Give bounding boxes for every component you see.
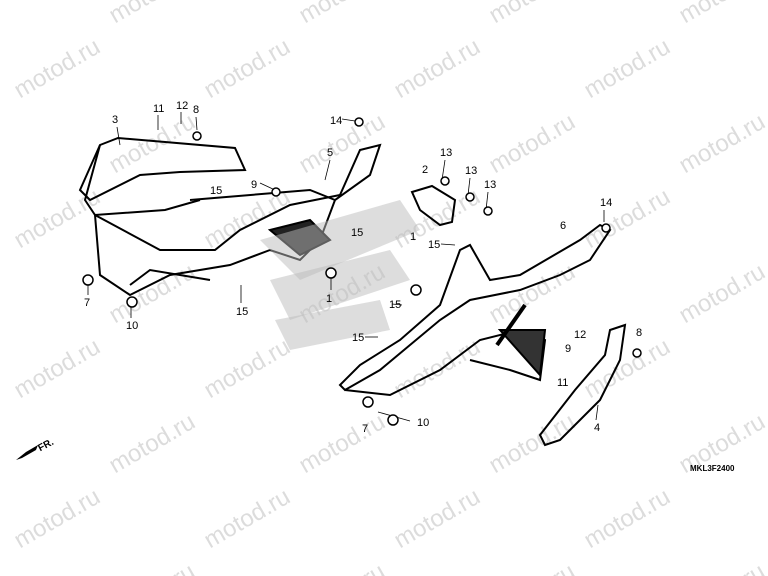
callout-2: 2: [422, 164, 429, 176]
callout-13: 13: [484, 179, 497, 191]
front-arrow-icon: [16, 445, 38, 460]
diagram-code: MKL3F2400: [690, 464, 735, 473]
callout-9: 9: [565, 343, 572, 355]
bracket-part-2: [410, 184, 457, 227]
callout-4: 4: [594, 422, 601, 434]
callout-8: 8: [193, 104, 200, 116]
callout-13: 13: [465, 165, 478, 177]
callout-15: 15: [351, 227, 364, 239]
callout-6: 6: [560, 220, 567, 232]
callout-3: 3: [112, 114, 119, 126]
callout-5: 5: [327, 147, 334, 159]
callout-14: 14: [330, 115, 343, 127]
fasteners: [82, 117, 642, 426]
brand-logo-dots: [260, 200, 420, 350]
callout-14: 14: [600, 197, 613, 209]
callout-15: 15: [428, 239, 441, 251]
panel-part-4: [538, 323, 627, 447]
callout-10: 10: [126, 320, 139, 332]
callout-12: 12: [574, 329, 587, 341]
callout-11: 11: [153, 103, 165, 115]
callout-13: 13: [440, 147, 453, 159]
callout-11: 11: [557, 377, 569, 389]
callout-12: 12: [176, 100, 189, 112]
callout-1: 1: [326, 293, 333, 305]
callout-15: 15: [236, 306, 249, 318]
callout-15: 15: [389, 299, 402, 311]
callout-8: 8: [636, 327, 643, 339]
callout-9: 9: [251, 179, 258, 191]
callout-1: 1: [410, 231, 417, 243]
right-cover-part: [338, 223, 612, 397]
callout-7: 7: [84, 297, 91, 309]
callout-10: 10: [417, 417, 430, 429]
callout-7: 7: [362, 423, 369, 435]
callout-15: 15: [210, 185, 223, 197]
callout-15: 15: [352, 332, 365, 344]
